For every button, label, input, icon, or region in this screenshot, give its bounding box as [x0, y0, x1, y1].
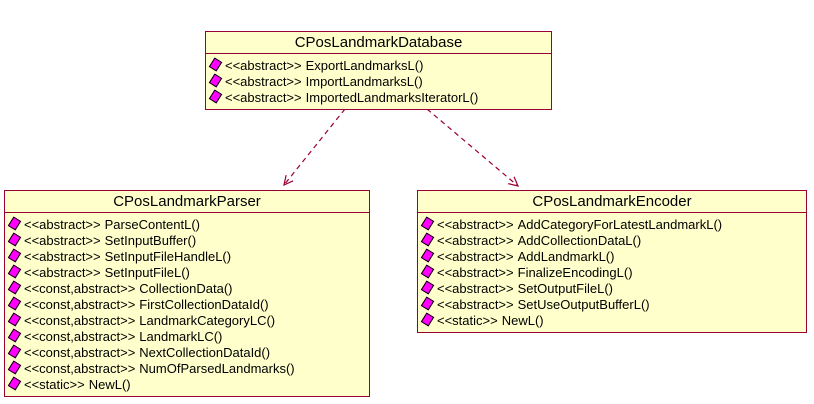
operation-icon [208, 72, 223, 88]
method-stereotype: <<const,abstract>> [24, 344, 136, 360]
method-stereotype: <<abstract>> [437, 232, 514, 248]
method-stereotype: <<const,abstract>> [24, 360, 136, 376]
operations-compartment: <<abstract>>ParseContentL() <<abstract>>… [5, 213, 369, 396]
dependency-arrow-database-to-parser [283, 108, 346, 187]
method-row: <<abstract>>SetInputFileHandleL() [7, 247, 367, 264]
method-row: <<abstract>>AddCollectionDataL() [420, 231, 804, 248]
operation-icon [7, 263, 22, 279]
operations-compartment: <<abstract>>ExportLandmarksL() <<abstrac… [206, 54, 551, 109]
method-row: <<const,abstract>>FirstCollectionDataId(… [7, 295, 367, 312]
operation-icon [420, 263, 435, 279]
operation-icon [420, 247, 435, 263]
method-stereotype: <<abstract>> [225, 89, 302, 105]
method-row: <<abstract>>ImportedLandmarksIteratorL() [208, 88, 549, 105]
method-signature: FinalizeEncodingL() [517, 264, 633, 280]
method-row: <<const,abstract>>NumOfParsedLandmarks() [7, 359, 367, 376]
method-stereotype: <<const,abstract>> [24, 296, 136, 312]
dependency-arrow-database-to-encoder [426, 108, 520, 187]
class-name: CPosLandmarkEncoder [418, 191, 806, 213]
class-box-cposlandmarkparser: CPosLandmarkParser <<abstract>>ParseCont… [4, 190, 370, 397]
operation-icon [420, 279, 435, 295]
method-stereotype: <<abstract>> [437, 248, 514, 264]
method-signature: NumOfParsedLandmarks() [139, 360, 295, 376]
method-signature: AddCategoryForLatestLandmarkL() [517, 216, 723, 232]
class-box-cposlandmarkencoder: CPosLandmarkEncoder <<abstract>>AddCateg… [417, 190, 807, 333]
operation-icon [7, 231, 22, 247]
method-row: <<abstract>>FinalizeEncodingL() [420, 263, 804, 280]
method-row: <<const,abstract>>CollectionData() [7, 279, 367, 296]
operation-icon [7, 279, 22, 295]
method-stereotype: <<abstract>> [24, 264, 101, 280]
operation-icon [7, 247, 22, 263]
method-row: <<abstract>>AddLandmarkL() [420, 247, 804, 264]
method-row: <<static>>NewL() [7, 375, 367, 392]
operation-icon [420, 311, 435, 327]
class-name: CPosLandmarkParser [5, 191, 369, 213]
method-row: <<abstract>>SetInputFileL() [7, 263, 367, 280]
method-row: <<abstract>>ExportLandmarksL() [208, 56, 549, 73]
method-signature: CollectionData() [139, 280, 233, 296]
method-signature: SetInputFileHandleL() [104, 248, 232, 264]
operations-compartment: <<abstract>>AddCategoryForLatestLandmark… [418, 213, 806, 332]
operation-icon [7, 375, 22, 391]
method-row: <<abstract>>ImportLandmarksL() [208, 72, 549, 89]
method-row: <<abstract>>AddCategoryForLatestLandmark… [420, 215, 804, 232]
method-stereotype: <<abstract>> [437, 216, 514, 232]
operation-icon [7, 311, 22, 327]
method-signature: AddCollectionDataL() [517, 232, 642, 248]
operation-icon [208, 56, 223, 72]
operation-icon [420, 215, 435, 231]
method-signature: AddLandmarkL() [517, 248, 615, 264]
operation-icon [208, 88, 223, 104]
operation-icon [7, 295, 22, 311]
method-stereotype: <<static>> [24, 376, 85, 392]
method-signature: ImportedLandmarksIteratorL() [305, 89, 479, 105]
method-row: <<const,abstract>>LandmarkLC() [7, 327, 367, 344]
method-stereotype: <<static>> [437, 312, 498, 328]
method-row: <<abstract>>SetInputBuffer() [7, 231, 367, 248]
operation-icon [7, 215, 22, 231]
method-stereotype: <<abstract>> [225, 73, 302, 89]
method-signature: FirstCollectionDataId() [139, 296, 269, 312]
method-signature: SetInputFileL() [104, 264, 190, 280]
method-signature: ExportLandmarksL() [305, 57, 424, 73]
operation-icon [7, 343, 22, 359]
method-stereotype: <<abstract>> [437, 264, 514, 280]
operation-icon [420, 231, 435, 247]
method-signature: ImportLandmarksL() [305, 73, 423, 89]
method-stereotype: <<abstract>> [225, 57, 302, 73]
method-row: <<abstract>>ParseContentL() [7, 215, 367, 232]
method-row: <<abstract>>SetUseOutputBufferL() [420, 295, 804, 312]
method-stereotype: <<abstract>> [24, 248, 101, 264]
method-row: <<const,abstract>>LandmarkCategoryLC() [7, 311, 367, 328]
method-row: <<static>>NewL() [420, 311, 804, 328]
method-stereotype: <<const,abstract>> [24, 280, 136, 296]
method-row: <<abstract>>SetOutputFileL() [420, 279, 804, 296]
method-signature: LandmarkCategoryLC() [139, 312, 276, 328]
operation-icon [7, 327, 22, 343]
method-stereotype: <<abstract>> [24, 232, 101, 248]
method-signature: NewL() [88, 376, 131, 392]
class-box-cposlandmarkdatabase: CPosLandmarkDatabase <<abstract>>ExportL… [205, 31, 552, 110]
method-signature: LandmarkLC() [139, 328, 223, 344]
method-stereotype: <<abstract>> [437, 296, 514, 312]
method-stereotype: <<const,abstract>> [24, 312, 136, 328]
operation-icon [420, 295, 435, 311]
method-row: <<const,abstract>>NextCollectionDataId() [7, 343, 367, 360]
method-signature: NextCollectionDataId() [139, 344, 271, 360]
method-signature: NewL() [501, 312, 544, 328]
method-stereotype: <<const,abstract>> [24, 328, 136, 344]
class-name: CPosLandmarkDatabase [206, 32, 551, 54]
method-stereotype: <<abstract>> [437, 280, 514, 296]
method-signature: ParseContentL() [104, 216, 201, 232]
method-signature: SetOutputFileL() [517, 280, 613, 296]
method-stereotype: <<abstract>> [24, 216, 101, 232]
method-signature: SetUseOutputBufferL() [517, 296, 650, 312]
operation-icon [7, 359, 22, 375]
method-signature: SetInputBuffer() [104, 232, 197, 248]
